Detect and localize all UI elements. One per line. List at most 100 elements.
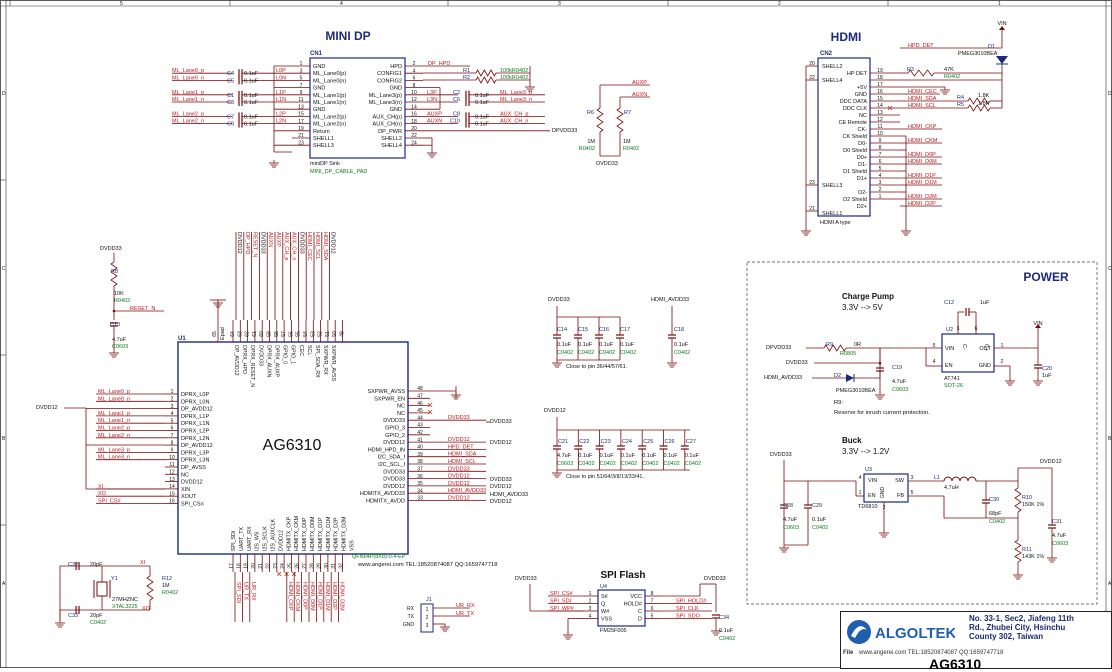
file-label: File: [843, 650, 854, 656]
crystal-y1: [96, 581, 108, 597]
border-row-label: B: [2, 436, 6, 442]
cap-ref: C2: [453, 90, 460, 96]
cn2-pin-name: NC: [859, 113, 867, 119]
u3-part: TD6810: [858, 504, 878, 510]
cn1-pin-name: SHELL4: [381, 143, 402, 149]
title-chip-name: AG6310: [929, 656, 982, 672]
c30-ref: C30: [989, 497, 999, 503]
u1-pin-num: 62: [245, 331, 251, 337]
u1-pin-num: 36: [417, 474, 423, 480]
u1-pin-num: 6: [171, 426, 174, 432]
border-col-label: 2: [778, 1, 781, 7]
r3-ref: R3: [907, 67, 914, 73]
y1-ref: Y1: [111, 576, 118, 582]
c19-pkg: C0603: [892, 387, 908, 393]
u1-bottom-net: HDMI_D1P: [316, 582, 322, 610]
j1-pin-name: RX: [407, 606, 415, 612]
lane-cap-net: L1P: [276, 90, 286, 96]
u1-pin-name: SXPWR_AVSS: [368, 389, 406, 395]
r9-ref: R9: [826, 342, 833, 348]
net-dvdd33-reset: DVDD33: [100, 246, 122, 252]
r7-ref: R7: [624, 110, 631, 116]
u1-top-net: DVDD33: [298, 232, 304, 254]
u1-pin-num: 15: [169, 491, 175, 497]
net-reset-n: RESET_N: [130, 306, 155, 312]
u1-pin-name: DPRX_L3N: [181, 458, 209, 464]
resistor: [907, 69, 935, 77]
u1-bottom-net: HDMI_CKP: [287, 582, 293, 611]
c33-value: 20pF: [90, 613, 103, 619]
cn2-ref: CN2: [820, 51, 833, 57]
cap-ref: C26: [665, 439, 675, 445]
cn1-pin-name: CONFIG2: [377, 78, 402, 84]
net-hdmi-scl: HDMI_SCL: [908, 103, 936, 109]
u1-pin-num: 48: [417, 386, 423, 392]
resistor: [967, 97, 991, 105]
u1-pin-name: DVDD12: [383, 440, 405, 446]
cn1-pin-num: 11: [298, 97, 303, 103]
u1-bottom-pin-name: I2S_AUXCLK: [271, 518, 277, 551]
u1-pin-name: DP_AVDD12: [181, 443, 213, 449]
lane-right-far-net: ML_Lane3_n: [500, 97, 532, 103]
cap-value: 4.7uF: [557, 453, 572, 459]
cap-value: 0.1uF: [599, 342, 614, 348]
c30-pkg: C0402: [989, 519, 1005, 525]
c12-ref: C12: [944, 300, 954, 306]
u1-pin-name: I2C_SCL_I: [378, 462, 405, 468]
u1-part-name: AG6310: [263, 437, 322, 454]
u1-bottom-pin-name: VSS: [350, 540, 356, 551]
u1-pin-name: DVDD33: [383, 469, 405, 475]
net-dvdd33-decoup: DVDD33: [548, 297, 570, 303]
buck-title: Buck: [842, 436, 862, 445]
c18-value: 0.1uF: [674, 342, 689, 348]
cap-pkg: C0402: [600, 461, 616, 467]
net-dvdd12-decoup: DVDD12: [544, 408, 566, 414]
u4-pin-name: VSS: [601, 617, 612, 623]
border-row-label: B: [1108, 436, 1112, 442]
cap-value: 0.1uF: [621, 453, 636, 459]
u1-pin-num: 49: [340, 331, 346, 337]
cn1-footer-2: MINI_DP_CABLE_PAD: [310, 169, 367, 175]
u1-left-net: ML_Lane1_p: [98, 411, 130, 417]
u1-right-net: DVDD12: [448, 481, 470, 487]
u1-bottom-pin-name: I2S_WS: [255, 531, 261, 551]
r12-ref: R12: [162, 576, 172, 582]
r6-pkg: R0402: [579, 146, 595, 152]
l1-value: 4.7uH: [944, 485, 959, 491]
cn2-pin-name: SHELL4: [822, 78, 843, 84]
cap-ref: C1: [227, 93, 234, 99]
cap-value: 0.1uF: [600, 453, 615, 459]
u1-pin-name: DPRX_L3P: [181, 450, 209, 456]
cap-ref: C4: [227, 71, 234, 77]
c32-value: 20pF: [90, 562, 103, 568]
cap-pkg: C0402: [620, 350, 636, 356]
cn2-pin-name: DDC CLK: [843, 106, 867, 112]
u4-part: FM25F005: [600, 628, 627, 634]
cn2-pin-num: 7: [879, 152, 882, 158]
cn1-pin-name: AUX_CH(p): [372, 114, 402, 120]
cn2-pin-name: DDC DATA: [840, 99, 868, 105]
u1-pin-name: NC: [397, 411, 405, 417]
lane-right-net: L3P: [427, 90, 437, 96]
cn2-pin-num: 10: [877, 131, 883, 137]
u1-pin-num: 47: [417, 394, 423, 400]
u1-top-net: DVDD12: [330, 232, 336, 254]
cn2-pin-name: SHELL1: [822, 211, 843, 217]
u1-pin-num: 20: [251, 563, 257, 569]
r7-pkg: R0402: [623, 146, 639, 152]
u1-pin-num: 8: [171, 440, 174, 446]
c31-pkg: C0603: [1052, 541, 1068, 547]
u1-pin-name: XIN: [181, 487, 190, 493]
note-close-pins-2: Close to pin 51/64/3/8/13/33/41.: [566, 474, 644, 480]
cap-ref: C7: [227, 114, 234, 120]
u1-pin-num: 10: [169, 455, 175, 461]
u4-pin-num: 6: [651, 606, 654, 612]
u1-pin-num: 19: [244, 563, 250, 569]
u4-pin-name: Q: [601, 602, 606, 608]
lane-right-net: AUXN: [427, 119, 442, 125]
r10-ref: R10: [1022, 495, 1032, 501]
cn1-pin-name: GND: [390, 107, 402, 113]
r2-ref: R2: [463, 75, 470, 81]
lane-net-label: ML_Lane2_n: [172, 119, 204, 125]
cap-pkg: C0402: [578, 461, 594, 467]
